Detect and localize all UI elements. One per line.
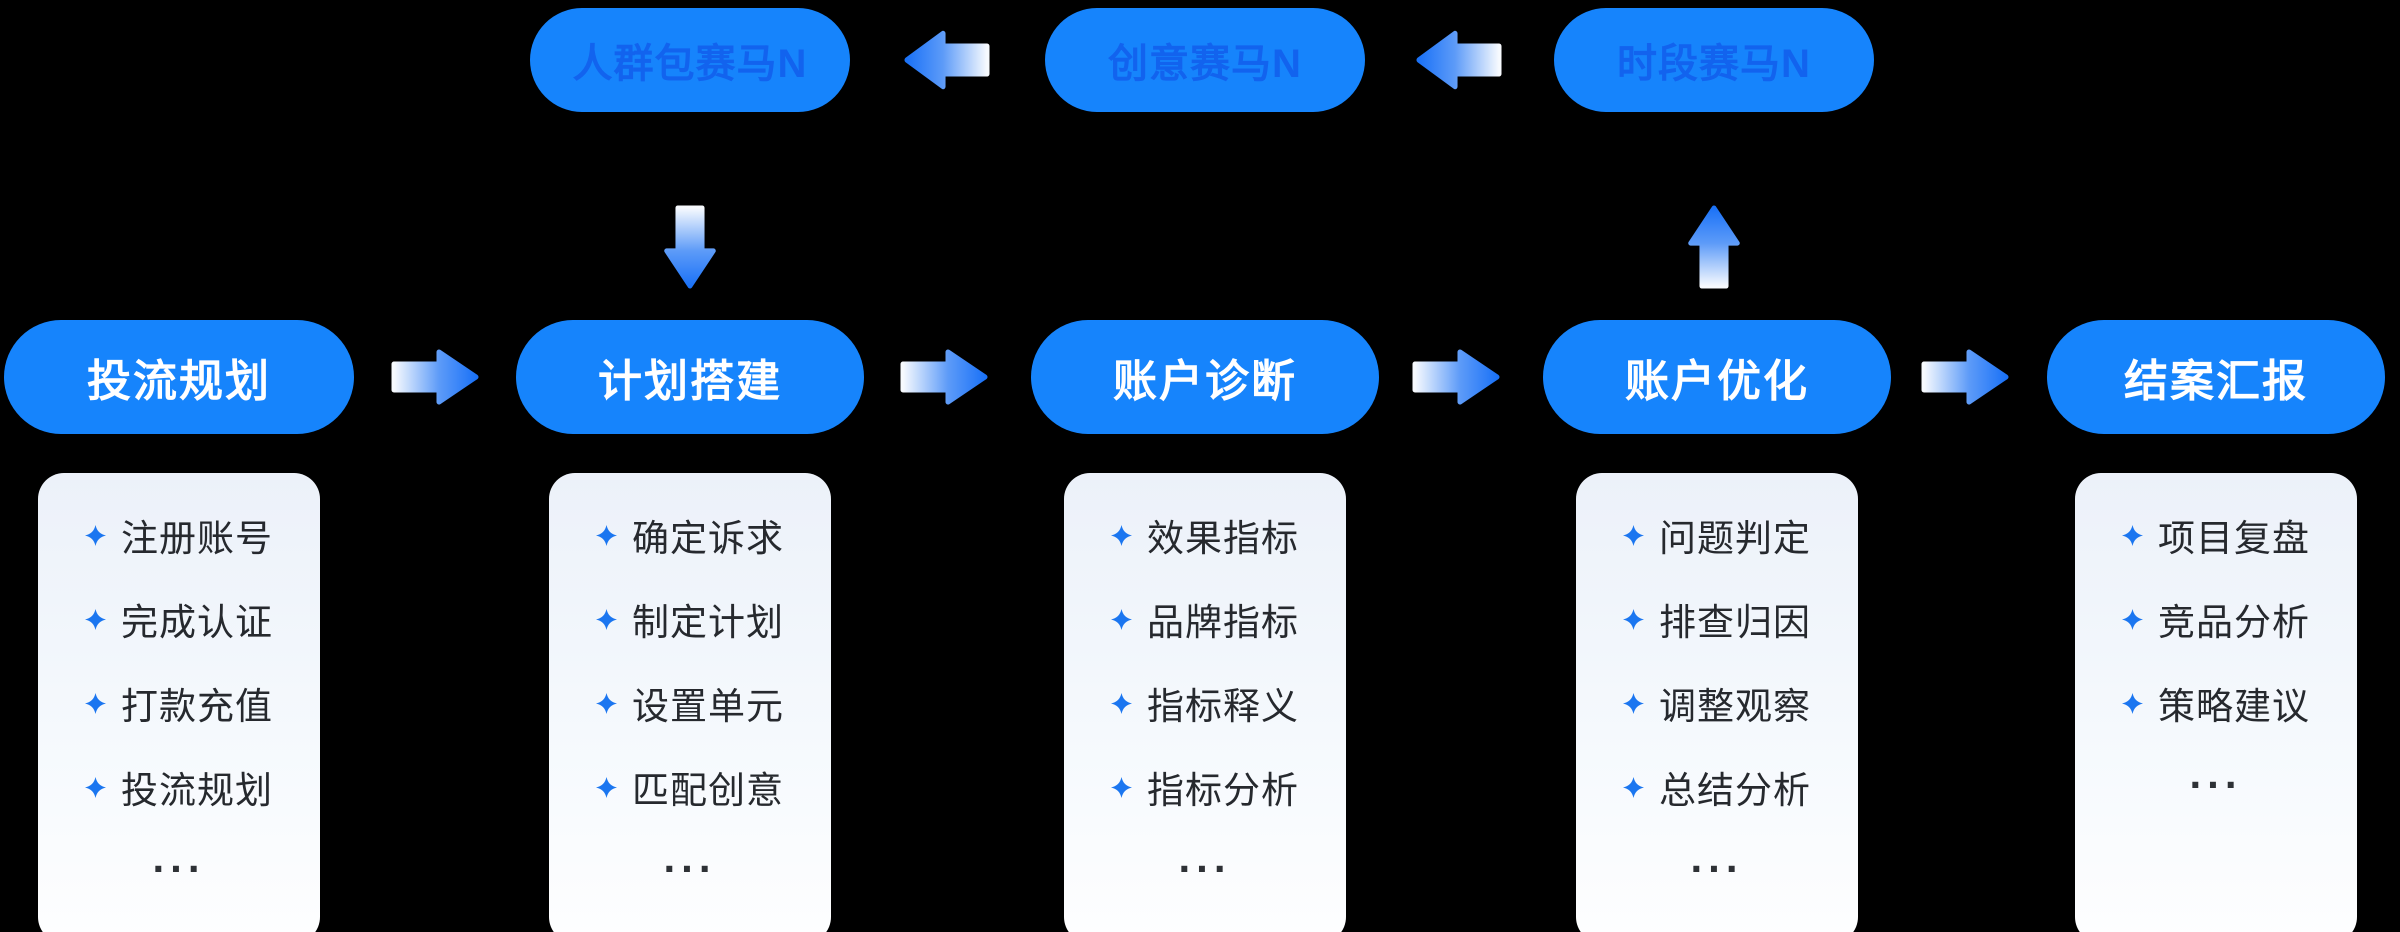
arrow-left-icon [1416,26,1502,94]
sparkle-bullet-icon [596,608,617,630]
sparkle-bullet-icon [596,776,617,798]
list-item: 项目复盘 [2122,511,2310,559]
arrow-right-icon [900,345,988,409]
sparkle-bullet-icon [596,692,617,714]
list-item-label: 问题判定 [1659,518,1811,559]
list-item-label: 匹配创意 [632,770,784,811]
stage-card-final-report: 项目复盘 竞品分析 策略建议 ... [2075,473,2357,932]
ellipsis-label: ... [1178,834,1232,881]
list-item: 调整观察 [1623,679,1811,727]
stage-card-ad-planning: 注册账号 完成认证 打款充值 投流规划 ... [38,473,320,932]
list-item: 品牌指标 [1111,595,1299,643]
arrow-right-icon [1921,345,2009,409]
stage-pill-label: 结案汇报 [2124,357,2308,406]
stage-pill-label: 计划搭建 [598,357,782,406]
stage-pill-label: 投流规划 [87,357,271,406]
list-item: 确定诉求 [596,511,784,559]
sparkle-bullet-icon [596,524,617,546]
list-item: 打款充值 [85,679,273,727]
ellipsis-label: ... [152,834,206,881]
list-item-label: 品牌指标 [1147,602,1299,643]
list-item: 指标释义 [1111,679,1299,727]
top-pill-creative-race: 创意赛马N [1045,8,1365,112]
ellipsis-more: ... [2189,750,2242,811]
arrow-up-icon [1684,205,1744,289]
list-item: 注册账号 [85,511,273,559]
ellipsis-more: ... [1690,834,1743,895]
sparkle-bullet-icon [1623,608,1644,630]
top-pill-timeslot-race: 时段赛马N [1554,8,1874,112]
ellipsis-label: ... [663,834,717,881]
top-pill-audience-race: 人群包赛马N [530,8,850,112]
sparkle-bullet-icon [85,776,106,798]
list-item: 问题判定 [1623,511,1811,559]
list-item-label: 项目复盘 [2158,518,2310,559]
list-item: 指标分析 [1111,763,1299,811]
sparkle-bullet-icon [1623,776,1644,798]
stage-pill-label: 账户诊断 [1113,357,1297,406]
sparkle-bullet-icon [2122,608,2143,630]
arrow-right-icon [1412,345,1500,409]
stage-pill-account-optimization: 账户优化 [1543,320,1891,434]
sparkle-bullet-icon [1111,524,1132,546]
list-item-label: 完成认证 [121,602,273,643]
list-item: 设置单元 [596,679,784,727]
list-item: 效果指标 [1111,511,1299,559]
list-item-label: 策略建议 [2158,686,2310,727]
list-item: 投流规划 [85,763,273,811]
ellipsis-more: ... [152,834,205,895]
sparkle-bullet-icon [85,692,106,714]
stage-card-campaign-setup: 确定诉求 制定计划 设置单元 匹配创意 ... [549,473,831,932]
list-item: 总结分析 [1623,763,1811,811]
list-item: 匹配创意 [596,763,784,811]
list-item: 竞品分析 [2122,595,2310,643]
top-pill-label: 人群包赛马N [572,42,808,86]
list-item-label: 打款充值 [121,686,273,727]
sparkle-bullet-icon [1623,692,1644,714]
arrow-left-icon [904,26,990,94]
stage-pill-account-diagnosis: 账户诊断 [1031,320,1379,434]
list-item-label: 注册账号 [121,518,273,559]
sparkle-bullet-icon [2122,524,2143,546]
ellipsis-label: ... [2189,750,2243,797]
arrow-down-icon [660,205,720,289]
sparkle-bullet-icon [85,524,106,546]
list-item-label: 排查归因 [1659,602,1811,643]
sparkle-bullet-icon [1623,524,1644,546]
list-item-label: 投流规划 [121,770,273,811]
stage-pill-ad-planning: 投流规划 [4,320,354,434]
sparkle-bullet-icon [1111,776,1132,798]
list-item-label: 总结分析 [1659,770,1811,811]
sparkle-bullet-icon [1111,692,1132,714]
list-item: 完成认证 [85,595,273,643]
ellipsis-more: ... [663,834,716,895]
stage-pill-campaign-setup: 计划搭建 [516,320,864,434]
sparkle-bullet-icon [1111,608,1132,630]
list-item: 策略建议 [2122,679,2310,727]
list-item-label: 指标分析 [1147,770,1299,811]
ellipsis-more: ... [1178,834,1231,895]
top-pill-label: 时段赛马N [1617,42,1811,86]
list-item-label: 调整观察 [1659,686,1811,727]
ellipsis-label: ... [1690,834,1744,881]
list-item-label: 确定诉求 [632,518,784,559]
list-item-label: 效果指标 [1147,518,1299,559]
list-item-label: 竞品分析 [2158,602,2310,643]
arrow-right-icon [391,345,479,409]
stage-card-account-optimization: 问题判定 排查归因 调整观察 总结分析 ... [1576,473,1858,932]
sparkle-bullet-icon [2122,692,2143,714]
list-item-label: 制定计划 [632,602,784,643]
stage-pill-final-report: 结案汇报 [2047,320,2385,434]
list-item-label: 设置单元 [632,686,784,727]
list-item: 制定计划 [596,595,784,643]
top-pill-label: 创意赛马N [1108,42,1302,86]
list-item: 排查归因 [1623,595,1811,643]
list-item-label: 指标释义 [1147,686,1299,727]
sparkle-bullet-icon [85,608,106,630]
stage-card-account-diagnosis: 效果指标 品牌指标 指标释义 指标分析 ... [1064,473,1346,932]
stage-pill-label: 账户优化 [1625,357,1809,406]
